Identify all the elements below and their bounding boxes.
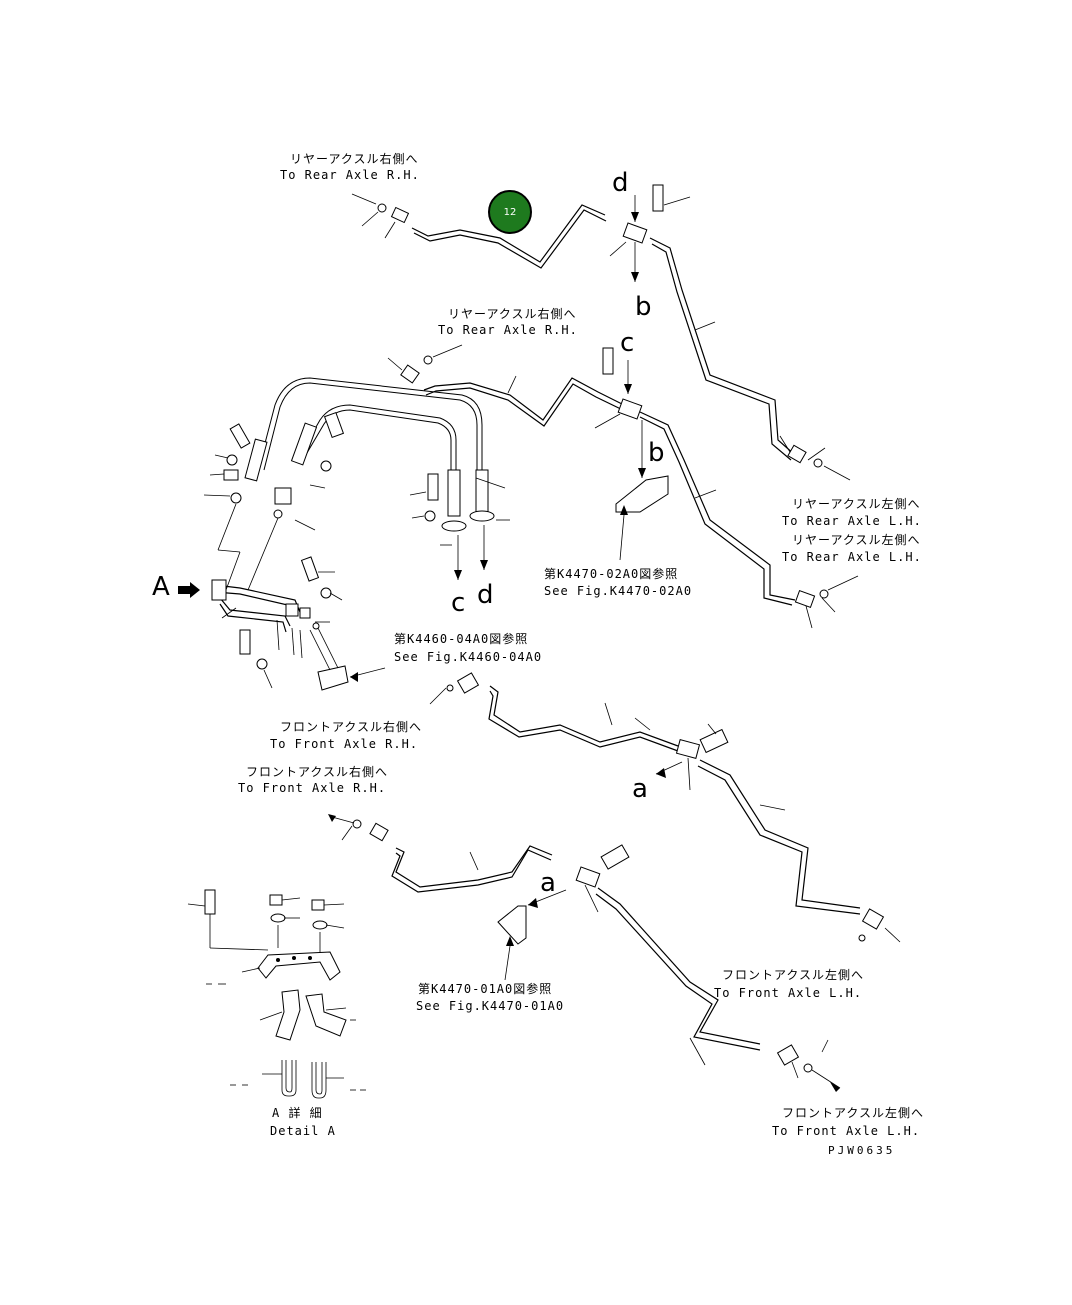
fig-k4470-02-ref-jp[interactable]: 第K4470-02A0図参照 <box>544 567 679 581</box>
rear-rh-top-label-jp: リヤーアクスル右側へ <box>290 152 419 166</box>
front-lh-2-label-jp: フロントアクスル左側へ <box>782 1106 925 1120</box>
ref-letter-d-bottom: d <box>477 580 494 610</box>
rear-rh-top-label-en: To Rear Axle R.H. <box>280 168 420 182</box>
rear-rh-mid-label-jp: リヤーアクスル右側へ <box>448 307 577 321</box>
front-lh-1-label-jp: フロントアクスル左側へ <box>722 968 865 982</box>
detail-a-drawing <box>187 889 366 1099</box>
ref-letter-b-top: b <box>635 292 652 322</box>
front-rh-1-label-en: To Front Axle R.H. <box>270 737 419 751</box>
ref-letter-c-mid: c <box>620 328 635 358</box>
fig-k4470-02-ref-en[interactable]: See Fig.K4470-02A0 <box>544 584 693 598</box>
view-letter-a: A <box>152 572 170 602</box>
fig-k4460-04-ref-jp[interactable]: 第K4460-04A0図参照 <box>394 632 529 646</box>
ref-letter-c-bottom: c <box>451 588 466 618</box>
front-lh-1-label-en: To Front Axle L.H. <box>714 986 863 1000</box>
rear-lh-2-label-en: To Rear Axle L.H. <box>782 550 922 564</box>
fig-k4470-01-ref-en[interactable]: See Fig.K4470-01A0 <box>416 999 565 1013</box>
front-rh-2-label-jp: フロントアクスル右側へ <box>246 765 389 779</box>
left-loop-pipes <box>203 377 510 591</box>
fig-k4470-01-ref-jp[interactable]: 第K4470-01A0図参照 <box>418 982 553 996</box>
front-rh-2-label-en: To Front Axle R.H. <box>238 781 387 795</box>
ref-letter-b-mid: b <box>648 438 665 468</box>
ref-letter-a-bracket: a <box>540 868 556 898</box>
drawing-code: PJW0635 <box>828 1144 896 1157</box>
view-a-manifold <box>178 556 386 691</box>
ref-letter-a-front: a <box>632 774 648 804</box>
top-rear-pipe-assembly <box>351 184 851 481</box>
front-rh-1-label-jp: フロントアクスル右側へ <box>280 720 423 734</box>
rear-lh-1-label-jp: リヤーアクスル左側へ <box>792 497 921 511</box>
middle-rear-pipe-assembly <box>387 344 859 629</box>
rear-rh-mid-label-en: To Rear Axle R.H. <box>438 323 578 337</box>
detail-a-title-jp: A 詳 細 <box>272 1106 323 1120</box>
detail-a-title-en: Detail A <box>270 1124 336 1138</box>
front-lh-2-label-en: To Front Axle L.H. <box>772 1124 921 1138</box>
rear-lh-2-label-jp: リヤーアクスル左側へ <box>792 533 921 547</box>
front-upper-pipe-assembly <box>429 672 901 943</box>
part-callout-12[interactable]: 12 <box>488 190 532 234</box>
rear-lh-1-label-en: To Rear Axle L.H. <box>782 514 922 528</box>
fig-k4460-04-ref-en[interactable]: See Fig.K4460-04A0 <box>394 650 543 664</box>
ref-letter-d-top: d <box>612 168 629 198</box>
front-lower-pipe-assembly <box>328 814 841 1092</box>
